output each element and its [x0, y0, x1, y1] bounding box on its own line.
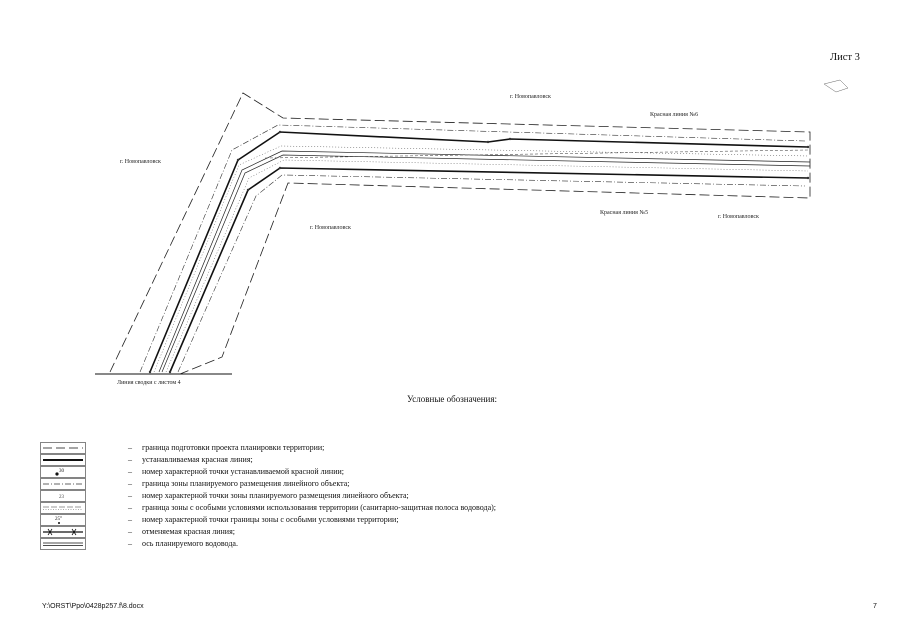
legend-text: ось планируемого водовода. [142, 539, 238, 548]
water-main-axis-2 [161, 154, 811, 373]
legend-text: номер характерной точки устанавливаемой … [142, 467, 344, 476]
legend-item: – граница подготовки проекта планировки … [40, 442, 640, 454]
point-number-label: 25° [55, 517, 62, 522]
legend-text: граница зоны планируемого размещения лин… [142, 479, 350, 488]
zone-boundary-outer [139, 124, 806, 373]
project-boundary [109, 92, 811, 375]
red-line-upper [149, 131, 809, 373]
sheet-label: Лист 3 [830, 52, 860, 63]
double-line-icon [40, 538, 86, 550]
red-line-5-label: Красная линия №5 [600, 210, 648, 216]
page-number: 7 [873, 603, 877, 610]
thick-solid-line-icon [40, 454, 86, 466]
town-label-2: г. Новопавловск [120, 159, 161, 165]
long-dash-line-icon [40, 442, 86, 454]
legend-text: устанавливаемая красная линия; [142, 455, 253, 464]
sanitary-band-1 [153, 145, 809, 373]
legend-item: 23 – номер характерной точки зоны планир… [40, 490, 640, 502]
dotted-band-line-icon [40, 502, 86, 514]
small-number-label: 23 [59, 495, 65, 500]
site-plan-drawing: г. Новопавловск г. Новопавловск г. Новоп… [95, 79, 849, 386]
point-markers [148, 130, 810, 374]
scribble-mark [823, 79, 849, 93]
dash-dot-line-icon [40, 478, 86, 490]
zone-boundary-inner [177, 174, 806, 373]
point-marker-label: 30 [59, 469, 65, 474]
legend-title: Условные обозначения: [407, 394, 498, 404]
water-main-axis [158, 150, 811, 373]
junction-label: Линия сводки с листом 4 [117, 380, 181, 386]
legend-text: граница зоны с особыми условиями использ… [142, 503, 497, 512]
legend-text: граница подготовки проекта планировки те… [142, 443, 325, 452]
small-number-icon: 23 [40, 490, 86, 502]
legend-item: – граница зоны с особыми условиями испол… [40, 502, 640, 514]
red-line-6-label: Красная линия №6 [650, 112, 698, 118]
crossed-line-icon [40, 526, 86, 538]
legend-item: – устанавливаемая красная линия; [40, 454, 640, 466]
legend-text: номер характерной точки зоны планируемог… [142, 491, 409, 500]
town-label-3: г. Новопавловск [310, 225, 351, 231]
point-marker-icon: 30 [40, 466, 86, 478]
legend-text: номер характерной точки границы зоны с о… [142, 515, 399, 524]
town-label-1: г. Новопавловск [510, 94, 551, 100]
point-number-icon: 25° [40, 514, 86, 526]
legend-item: 25° – номер характерной точки границы зо… [40, 514, 640, 526]
red-line-lower [169, 167, 809, 373]
legend-text: отменяемая красная линия; [142, 527, 235, 536]
legend-item: 30 – номер характерной точки устанавлива… [40, 466, 640, 478]
legend-item: – ось планируемого водовода. [40, 538, 640, 550]
footer-file-path: Y:\ORST\Ppo\0428p257.f\8.docx [42, 603, 144, 610]
legend-item: – отменяемая красная линия; [40, 526, 640, 538]
sanitary-band-2 [165, 159, 809, 373]
town-label-4: г. Новопавловск [718, 214, 759, 220]
legend-item: – граница зоны планируемого размещения л… [40, 478, 640, 490]
cancelled-red-line [264, 149, 809, 159]
